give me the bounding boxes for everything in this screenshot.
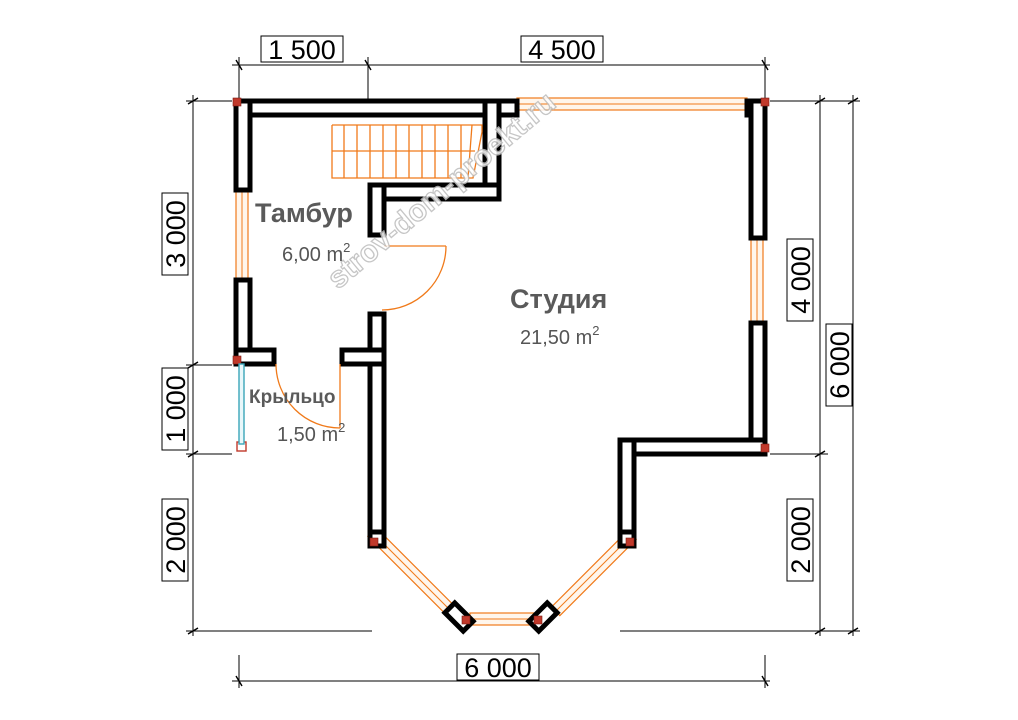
dim-left-top: 3 000: [161, 200, 191, 268]
room-area-tambur: 6,00 m2: [282, 240, 350, 266]
area-sup: 2: [343, 240, 350, 255]
room-area-studio: 21,50 m2: [520, 323, 600, 349]
area-sup: 2: [592, 323, 599, 338]
room-name-porch: Крыльцо: [249, 387, 335, 408]
windows: [235, 97, 764, 626]
dimension-lines: [186, 57, 860, 688]
dimension-labels: 1 500 4 500 6 000 3 000 1 000 2 000 4 00…: [161, 35, 855, 683]
dim-right-bottom: 2 000: [786, 506, 816, 574]
dim-left-mid: 1 000: [161, 375, 191, 443]
area-sup: 2: [338, 420, 345, 435]
dim-right-total: 6 000: [825, 331, 855, 399]
dim-left-bottom: 2 000: [161, 506, 191, 574]
room-porch: Крыльцо 1,50 m2: [249, 387, 345, 446]
dim-right-top: 4 000: [786, 246, 816, 314]
dim-top-right: 4 500: [528, 35, 596, 65]
dim-bottom: 6 000: [464, 653, 532, 683]
stairs: [331, 124, 483, 179]
room-area-porch: 1,50 m2: [277, 420, 345, 446]
walls: [233, 98, 768, 635]
room-tambur: Тамбур 6,00 m2: [255, 198, 353, 266]
porch-railing: [238, 363, 245, 445]
room-name-studio: Студия: [510, 284, 607, 314]
doors: [275, 245, 447, 429]
room-studio: Студия 21,50 m2: [510, 284, 607, 349]
room-name-tambur: Тамбур: [255, 198, 353, 228]
dim-top-left: 1 500: [268, 35, 336, 65]
